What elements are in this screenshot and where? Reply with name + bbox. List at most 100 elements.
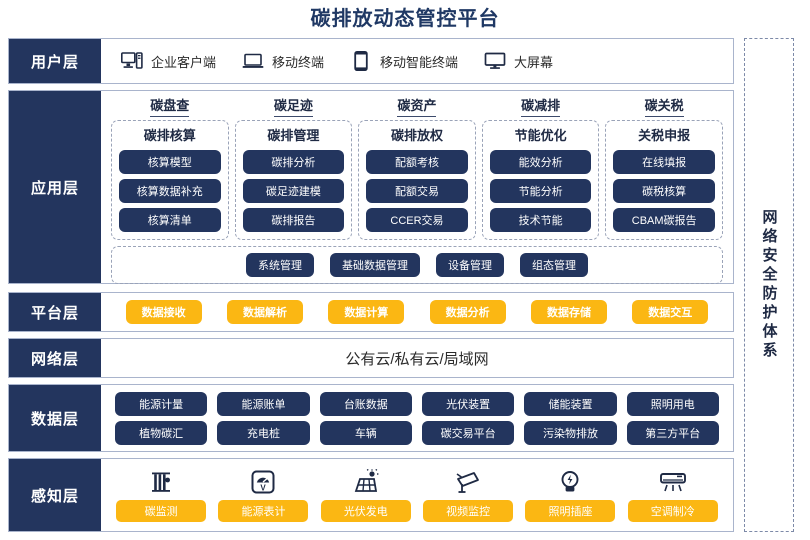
layer-application: 应用层 碳盘查 碳排核算 核算模型 核算数据补充 核算清单 碳足迹 碳排管理 <box>8 90 734 284</box>
sense-item-label: 能源表计 <box>218 500 309 522</box>
laptop-icon <box>242 51 264 71</box>
layer-body-sense: 碳监测 V 能源表计 <box>101 459 733 531</box>
sense-item-label: 碳监测 <box>116 500 207 522</box>
app-column-carbon-footprint: 碳足迹 碳排管理 碳排分析 碳足迹建模 碳排报告 <box>234 95 353 240</box>
data-item-button[interactable]: 台账数据 <box>319 391 412 416</box>
sense-item-label: 空调制冷 <box>627 500 718 522</box>
app-column-carbon-reduction: 碳减排 节能优化 能效分析 节能分析 技术节能 <box>481 95 600 240</box>
application-column-list: 碳盘查 碳排核算 核算模型 核算数据补充 核算清单 碳足迹 碳排管理 碳排分析 … <box>111 95 723 240</box>
user-item-mobile-terminal[interactable]: 移动终端 <box>242 51 324 71</box>
cctv-camera-icon <box>454 468 482 496</box>
security-band: 网络安全防护体系 <box>744 38 794 532</box>
app-column-carbon-inventory: 碳盘查 碳排核算 核算模型 核算数据补充 核算清单 <box>111 95 229 240</box>
smokestack-icon <box>148 468 174 496</box>
sense-item-lighting-socket[interactable]: 照明插座 <box>524 468 616 522</box>
layer-label-sense: 感知层 <box>9 459 101 531</box>
energy-meter-icon: V <box>250 468 276 496</box>
platform-item-button[interactable]: 数据接收 <box>125 300 202 324</box>
data-item-button[interactable]: 光伏装置 <box>421 391 515 416</box>
layer-body-application: 碳盘查 碳排核算 核算模型 核算数据补充 核算清单 碳足迹 碳排管理 碳排分析 … <box>101 91 733 284</box>
management-item-button[interactable]: 基础数据管理 <box>330 253 420 277</box>
platform-item-button[interactable]: 数据存储 <box>530 300 607 324</box>
data-item-button[interactable]: 第三方平台 <box>626 420 719 445</box>
app-column-box: 关税申报 在线填报 碳税核算 CBAM碳报告 <box>605 120 723 240</box>
app-item-button[interactable]: 配额考核 <box>366 150 468 174</box>
app-column-carbon-tariff: 碳关税 关税申报 在线填报 碳税核算 CBAM碳报告 <box>605 95 723 240</box>
sense-item-list: 碳监测 V 能源表计 <box>115 468 719 522</box>
data-row: 植物碳汇 充电桩 车辆 碳交易平台 污染物排放 第三方平台 <box>115 420 719 445</box>
app-item-button[interactable]: 节能分析 <box>489 179 592 203</box>
layer-label-network: 网络层 <box>9 339 101 377</box>
data-item-button[interactable]: 碳交易平台 <box>421 420 515 445</box>
data-item-button[interactable]: 充电桩 <box>217 420 310 445</box>
user-item-enterprise-client[interactable]: 企业客户端 <box>121 51 216 71</box>
app-column-head: 碳足迹 <box>273 95 313 117</box>
app-item-button[interactable]: 技术节能 <box>489 208 592 232</box>
data-item-button[interactable]: 能源账单 <box>217 391 310 416</box>
layer-sense: 感知层 碳监测 <box>8 458 734 532</box>
app-item-button[interactable]: 碳排报告 <box>242 208 345 232</box>
management-item-button[interactable]: 系统管理 <box>246 253 314 277</box>
app-item-button[interactable]: 核算模型 <box>119 150 221 174</box>
data-item-button[interactable]: 能源计量 <box>115 391 208 416</box>
user-item-smart-mobile-terminal[interactable]: 移动智能终端 <box>350 51 458 71</box>
sense-item-energy-meter[interactable]: V 能源表计 <box>217 468 309 522</box>
app-item-button[interactable]: 能效分析 <box>489 150 592 174</box>
layer-network: 网络层 公有云/私有云/局域网 <box>8 338 734 378</box>
sense-item-label: 照明插座 <box>525 500 616 522</box>
app-item-button[interactable]: 碳足迹建模 <box>242 179 345 203</box>
app-column-head: 碳盘查 <box>150 95 190 117</box>
layer-body-data: 能源计量 能源账单 台账数据 光伏装置 储能装置 照明用电 植物碳汇 充电桩 车… <box>101 385 733 451</box>
sense-item-air-conditioning[interactable]: 空调制冷 <box>627 468 719 522</box>
layer-body-network: 公有云/私有云/局域网 <box>101 339 733 377</box>
app-box-title: 碳排核算 <box>143 128 196 143</box>
data-item-button[interactable]: 植物碳汇 <box>115 420 208 445</box>
app-item-button[interactable]: 碳税核算 <box>613 179 715 203</box>
user-item-label: 移动终端 <box>272 54 325 70</box>
smartphone-icon <box>350 51 372 71</box>
app-column-box: 节能优化 能效分析 节能分析 技术节能 <box>481 120 600 240</box>
layer-body-platform: 数据接收 数据解析 数据计算 数据分析 数据存储 数据交互 <box>101 293 733 331</box>
app-box-title: 碳排管理 <box>267 128 320 143</box>
user-item-label: 移动智能终端 <box>380 54 459 70</box>
sense-item-label: 光伏发电 <box>320 500 411 522</box>
management-item-button[interactable]: 组态管理 <box>520 253 588 277</box>
air-conditioner-icon <box>658 468 688 496</box>
data-item-button[interactable]: 车辆 <box>319 420 412 445</box>
app-column-head: 碳关税 <box>644 95 684 117</box>
app-item-button[interactable]: CCER交易 <box>366 208 468 232</box>
app-item-button[interactable]: 核算数据补充 <box>119 179 221 203</box>
layer-body-user: 企业客户端 移动终端 <box>101 39 733 83</box>
platform-item-button[interactable]: 数据交互 <box>632 300 709 324</box>
big-screen-icon <box>484 51 506 71</box>
sense-item-solar-generation[interactable]: 光伏发电 <box>320 468 412 522</box>
layer-user: 用户层 企业客户端 <box>8 38 734 84</box>
management-item-button[interactable]: 设备管理 <box>436 253 504 277</box>
page-title: 碳排放动态管控平台 <box>310 8 500 30</box>
sense-item-carbon-monitoring[interactable]: 碳监测 <box>115 468 207 522</box>
platform-item-button[interactable]: 数据计算 <box>328 300 405 324</box>
app-column-box: 碳排核算 核算模型 核算数据补充 核算清单 <box>111 120 229 240</box>
sense-item-video-surveillance[interactable]: 视频监控 <box>422 468 514 522</box>
user-item-label: 大屏幕 <box>514 54 554 70</box>
app-column-carbon-asset: 碳资产 碳排放权 配额考核 配额交易 CCER交易 <box>358 95 476 240</box>
data-item-button[interactable]: 储能装置 <box>524 391 617 416</box>
platform-item-button[interactable]: 数据分析 <box>429 300 506 324</box>
network-text: 公有云/私有云/局域网 <box>345 350 489 368</box>
app-item-button[interactable]: 在线填报 <box>613 150 715 174</box>
app-item-button[interactable]: CBAM碳报告 <box>613 208 715 232</box>
user-item-big-screen[interactable]: 大屏幕 <box>484 51 553 71</box>
svg-text:V: V <box>261 483 267 492</box>
app-item-button[interactable]: 碳排分析 <box>242 150 345 174</box>
app-item-button[interactable]: 配额交易 <box>366 179 468 203</box>
user-item-label: 企业客户端 <box>151 54 217 70</box>
app-column-head: 碳资产 <box>397 95 437 117</box>
data-item-button[interactable]: 污染物排放 <box>524 420 617 445</box>
sense-item-label: 视频监控 <box>423 500 514 522</box>
layer-label-application: 应用层 <box>9 91 101 283</box>
data-item-button[interactable]: 照明用电 <box>626 391 719 416</box>
app-item-button[interactable]: 核算清单 <box>119 208 221 232</box>
platform-item-button[interactable]: 数据解析 <box>226 300 303 324</box>
platform-item-list: 数据接收 数据解析 数据计算 数据分析 数据存储 数据交互 <box>101 300 733 324</box>
